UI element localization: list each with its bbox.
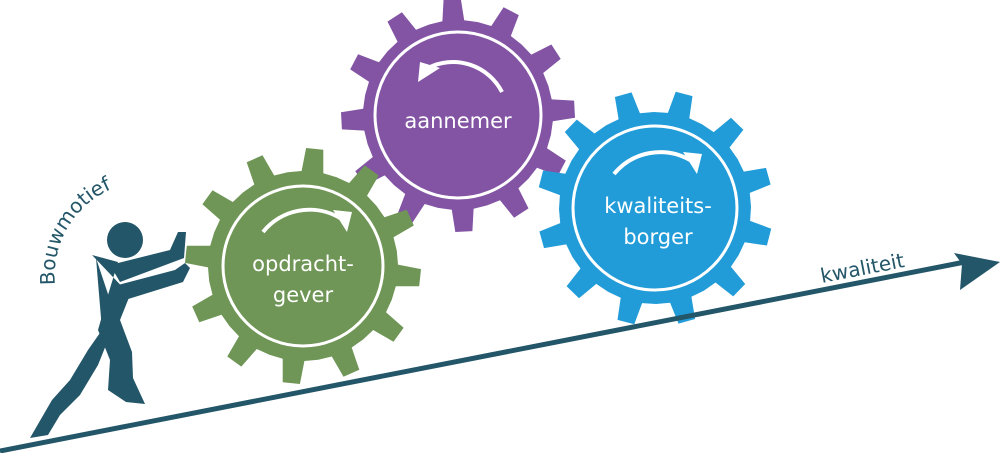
arrowhead-icon bbox=[333, 210, 352, 232]
gear-inspector-ring bbox=[571, 124, 739, 292]
rotation-arrow-counterclockwise-icon bbox=[427, 60, 504, 93]
gear-contractor: aannemer bbox=[341, 0, 575, 232]
gear-contractor-label: aannemer bbox=[404, 109, 512, 133]
quality-axis-arrowhead-icon bbox=[954, 253, 1000, 290]
gear-client-body bbox=[185, 148, 421, 384]
actor-label: Bouwmotief bbox=[35, 171, 114, 285]
gear-client: opdracht- gever bbox=[185, 148, 421, 384]
gear-inspector-label-line2: borger bbox=[623, 225, 693, 249]
rotation-arrow-clockwise-icon bbox=[612, 150, 691, 176]
gear-inspector: kwaliteits- borger bbox=[538, 91, 772, 325]
gear-inspector-label-line1: kwaliteits- bbox=[604, 194, 712, 218]
gear-client-label-line2: gever bbox=[273, 283, 334, 307]
arrowhead-icon bbox=[418, 62, 440, 82]
gear-contractor-ring bbox=[373, 30, 543, 200]
gear-client-label-line1: opdracht- bbox=[252, 252, 354, 276]
pushing-figure-icon bbox=[30, 222, 190, 438]
quality-axis-line bbox=[0, 259, 966, 453]
actor-label-arc: Bouwmotief bbox=[35, 171, 114, 285]
rotation-arrow-clockwise-icon bbox=[261, 207, 342, 234]
gear-client-ring bbox=[221, 184, 385, 348]
arrowhead-icon bbox=[683, 152, 702, 174]
